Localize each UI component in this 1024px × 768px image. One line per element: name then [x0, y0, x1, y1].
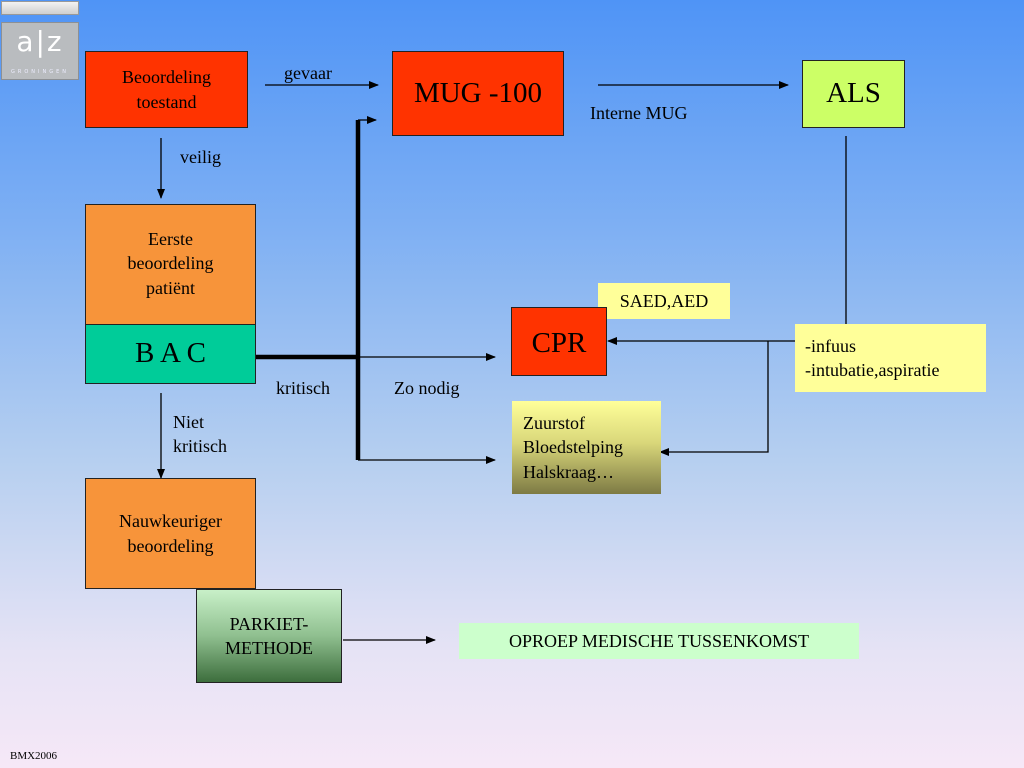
box-saed-aed-text: SAED,AED [619, 290, 709, 311]
box-cpr: CPR [511, 307, 607, 376]
box-bac-text: B A C [135, 337, 206, 370]
box-beoordeling-toestand-text: Beoordeling toestand [122, 67, 211, 112]
box-bac: B A C [85, 324, 256, 384]
box-nauwkeuriger-beoordeling-text: Nauwkeuriger beoordeling [119, 511, 222, 556]
box-infuus-intubatie: -infuus -intubatie,aspiratie [795, 324, 986, 392]
box-als-text: ALS [826, 77, 881, 110]
box-oproep-medische-tussenkomst: OPROEP MEDISCHE TUSSENKOMST [459, 623, 859, 659]
label-veilig: veilig [180, 147, 221, 167]
box-parkiet-methode-text: PARKIET- METHODE [225, 613, 313, 658]
box-parkiet-methode: PARKIET- METHODE [196, 589, 342, 683]
box-mug-100: MUG -100 [392, 51, 564, 136]
box-zuurstof-text: Zuurstof Bloedstelping Halskraag… [523, 413, 623, 482]
box-beoordeling-toestand: Beoordeling toestand [85, 51, 248, 128]
branch-to-zuurstof [659, 341, 769, 456]
footer-code: BMX2006 [10, 750, 58, 762]
box-eerste-beoordeling: Eerste beoordeling patiënt [85, 204, 256, 325]
box-zuurstof: Zuurstof Bloedstelping Halskraag… [512, 401, 661, 494]
box-oproep-text: OPROEP MEDISCHE TUSSENKOMST [508, 630, 810, 651]
label-gevaar: gevaar [284, 63, 332, 83]
label-niet-kritisch: Niet kritisch [173, 412, 227, 457]
box-eerste-beoordeling-text: Eerste beoordeling patiënt [127, 229, 214, 298]
logo-top-bar [1, 1, 79, 15]
az-groningen-logo: a|z GRONINGEN [0, 0, 82, 82]
box-als: ALS [802, 60, 905, 128]
label-kritisch: kritisch [276, 378, 330, 398]
box-infuus-intubatie-text: -infuus -intubatie,aspiratie [805, 335, 940, 380]
label-zo-nodig: Zo nodig [394, 378, 460, 398]
box-nauwkeuriger-beoordeling: Nauwkeuriger beoordeling [85, 478, 256, 589]
box-saed-aed: SAED,AED [598, 283, 730, 319]
label-interne-mug: Interne MUG [590, 103, 688, 123]
box-cpr-text: CPR [531, 327, 587, 359]
logo-mark: a|z GRONINGEN [1, 22, 79, 80]
box-mug-100-text: MUG -100 [413, 76, 543, 109]
